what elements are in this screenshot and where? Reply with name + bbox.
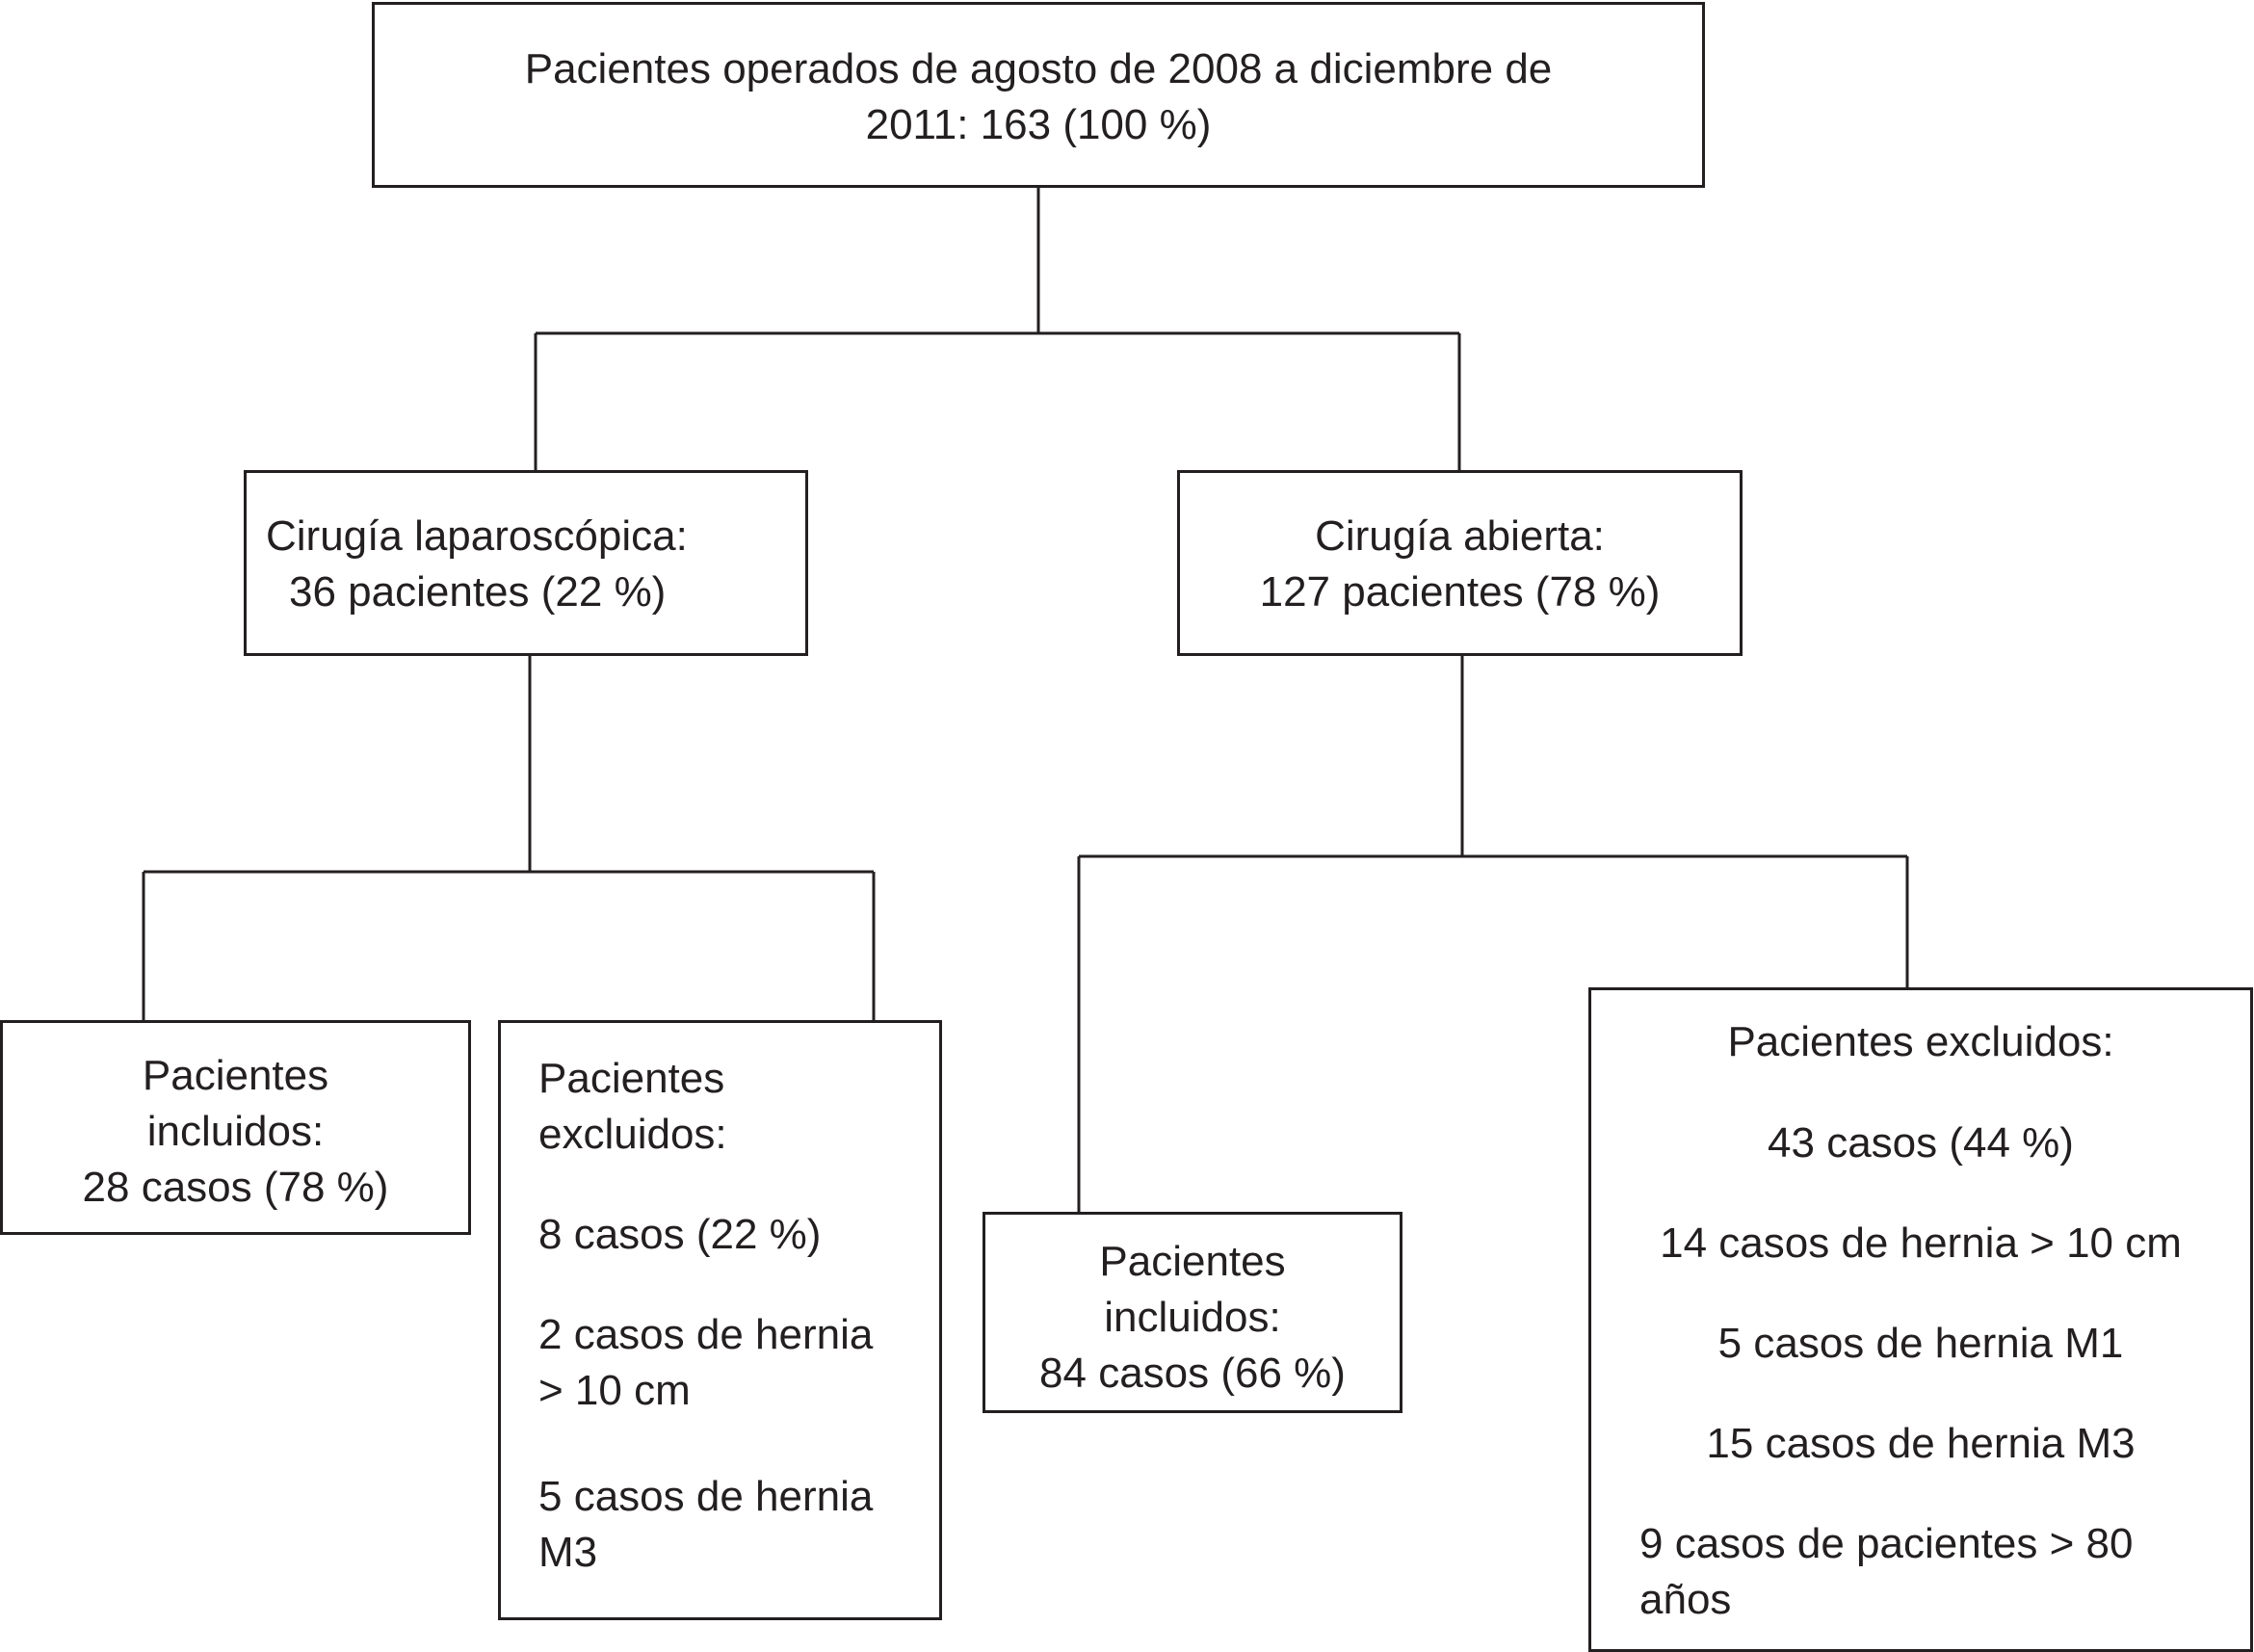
root-box: Pacientes operados de agosto de 2008 a d…: [372, 2, 1705, 188]
open-surgery-box: Cirugía abierta: 127 pacientes (78 %): [1177, 470, 1743, 656]
laparoscopic-excluded-reason-2-line-2: M3: [538, 1529, 598, 1576]
laparoscopic-excluded-reason-2-line-1: 5 casos de hernia: [538, 1473, 874, 1520]
open-included-line-2: incluidos:: [1104, 1294, 1281, 1341]
laparoscopic-excluded-box: Pacientes excluidos: 8 casos (22 %) 2 ca…: [498, 1020, 942, 1620]
root-line-1: Pacientes operados de agosto de 2008 a d…: [524, 45, 1553, 92]
open-excluded-reason-2: 5 casos de hernia M1: [1717, 1320, 2124, 1367]
laparoscopic-included-count: 28 casos (78 %): [82, 1164, 389, 1211]
open-excluded-box: Pacientes excluidos: 43 casos (44 %) 14 …: [1588, 987, 2253, 1652]
root-line-2: 2011: 163 (100 %): [865, 101, 1212, 148]
open-included-count: 84 casos (66 %): [1039, 1350, 1346, 1397]
laparoscopic-title: Cirugía laparoscópica:: [266, 512, 688, 560]
open-excluded-reason-4-line-2: años: [1639, 1576, 1732, 1623]
laparoscopic-excluded-line-2: excluidos:: [538, 1111, 727, 1158]
open-excluded-count: 43 casos (44 %): [1768, 1119, 2074, 1167]
open-included-box: Pacientes incluidos: 84 casos (66 %): [983, 1212, 1402, 1413]
laparoscopic-excluded-count: 8 casos (22 %): [538, 1211, 822, 1258]
laparoscopic-count: 36 pacientes (22 %): [289, 568, 667, 616]
open-excluded-reason-4-line-1: 9 casos de pacientes > 80: [1639, 1520, 2134, 1567]
laparoscopic-excluded-reason-1-line-1: 2 casos de hernia: [538, 1311, 874, 1358]
open-excluded-reason-3: 15 casos de hernia M3: [1706, 1420, 2136, 1467]
open-included-line-1: Pacientes: [1099, 1238, 1286, 1285]
laparoscopic-included-line-1: Pacientes: [142, 1052, 329, 1099]
laparoscopic-excluded-line-1: Pacientes: [538, 1055, 725, 1102]
open-surgery-count: 127 pacientes (78 %): [1259, 568, 1661, 616]
laparoscopic-included-line-2: incluidos:: [146, 1108, 325, 1155]
open-excluded-title: Pacientes excluidos:: [1727, 1018, 2114, 1065]
open-excluded-reason-1: 14 casos de hernia > 10 cm: [1660, 1219, 2182, 1267]
laparoscopic-box: Cirugía laparoscópica: 36 pacientes (22 …: [244, 470, 808, 656]
open-surgery-title: Cirugía abierta:: [1315, 512, 1605, 560]
laparoscopic-excluded-reason-1-line-2: > 10 cm: [538, 1367, 691, 1414]
laparoscopic-included-box: Pacientes incluidos: 28 casos (78 %): [0, 1020, 471, 1235]
